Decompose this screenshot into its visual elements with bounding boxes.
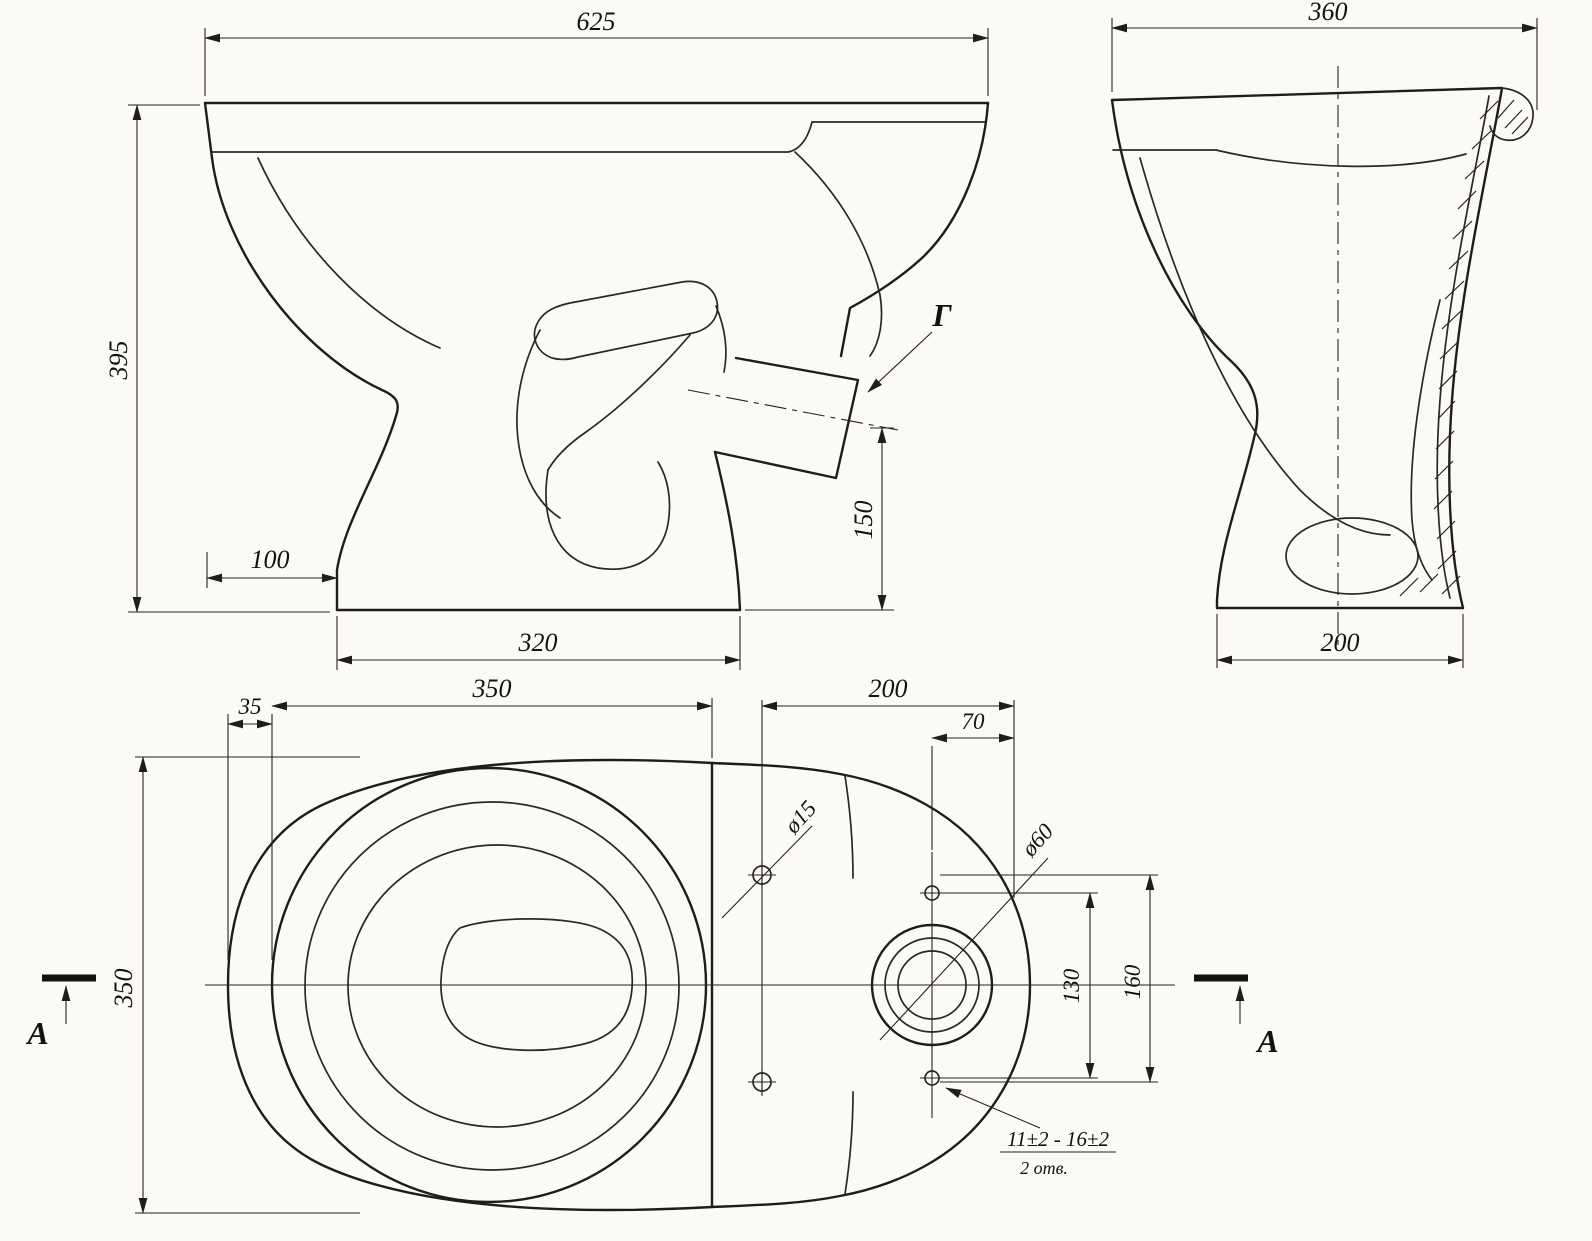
outlet-axis-centerline	[687, 389, 899, 431]
dim-625: 625	[577, 7, 616, 36]
dim-100: 100	[251, 545, 290, 574]
dim-200-back: 200	[1321, 628, 1360, 657]
dim-70: 70	[962, 709, 986, 734]
dim-160: 160	[1120, 964, 1145, 999]
back-inner-wall	[1410, 299, 1441, 581]
dim-320-group: 320	[336, 616, 741, 670]
rim-section-curl	[1489, 87, 1534, 142]
dim-150: 150	[849, 501, 878, 540]
trap-sump	[545, 461, 671, 570]
dim-200-back-group: 200	[1216, 614, 1464, 668]
holes-note: 11±2 - 16±2 2 отв.	[945, 1087, 1116, 1178]
dim-200-plan-group: 200	[761, 674, 1015, 898]
side-view: 625 395 100 320 150 Г	[104, 7, 990, 670]
section-label-right: A	[1255, 1023, 1278, 1059]
dim-35: 35	[238, 694, 262, 719]
inlet-circles	[870, 885, 994, 1086]
label-dia15: ø15	[779, 796, 821, 839]
outlet-label: Г	[931, 297, 952, 333]
side-rim-underside	[211, 121, 986, 153]
back-rim-inner	[1215, 149, 1467, 168]
dim-150-group: 150	[745, 427, 894, 611]
bolt-holes	[748, 861, 776, 1096]
plan-view: ø15 ø60 35 350 200 70	[25, 674, 1279, 1214]
trap-curve-1	[516, 329, 561, 519]
dim-350-left: 350	[109, 969, 138, 1009]
dia15-callout: ø15	[721, 796, 821, 919]
dim-395-group: 395	[104, 104, 330, 613]
plan-platform-sides	[844, 775, 854, 1195]
dim-350-top: 350	[472, 674, 512, 703]
dim-350-left-group: 350	[109, 756, 360, 1214]
side-back-upper	[839, 101, 990, 358]
trap-to-outlet	[715, 305, 727, 373]
dim-320: 320	[518, 628, 558, 657]
dim-100-group: 100	[206, 545, 338, 588]
dim-70-group: 70	[931, 709, 1015, 850]
dim-625-group: 625	[204, 7, 989, 96]
dim-35-group: 35	[227, 694, 273, 960]
side-front-profile	[203, 101, 399, 612]
section-hatching	[1399, 99, 1529, 597]
back-bowl-inner	[1139, 157, 1391, 536]
dim-350-top-group: 350	[271, 674, 713, 758]
label-dia60: ø60	[1016, 818, 1059, 861]
note-line1: 11±2 - 16±2	[1007, 1127, 1109, 1151]
dim-360-group: 360	[1111, 0, 1538, 110]
note-line2: 2 отв.	[1020, 1158, 1068, 1178]
trap-curve-2	[547, 334, 691, 471]
back-right-inner	[1436, 95, 1490, 599]
back-top-edge	[1110, 86, 1504, 102]
back-view: 360 200	[1110, 0, 1538, 668]
plan-bowl-opening	[347, 844, 647, 1128]
back-left-profile	[1110, 98, 1259, 610]
plan-water-spot	[440, 918, 634, 1052]
dim-130-group: 130	[944, 892, 1098, 1079]
back-right-outer	[1448, 86, 1504, 610]
back-sump	[1285, 517, 1419, 595]
section-marker-left: A	[25, 974, 96, 1051]
section-marker-right: A	[1194, 974, 1279, 1059]
side-platform-back	[794, 151, 883, 357]
dim-160-group: 160	[940, 874, 1158, 1083]
side-back-lower	[713, 450, 742, 612]
rim-channel	[533, 280, 719, 361]
plan-rim-inner	[304, 801, 680, 1171]
outlet-callout: Г	[867, 297, 952, 393]
dim-200-plan: 200	[869, 674, 908, 703]
dim-360: 360	[1308, 0, 1348, 26]
dim-395: 395	[104, 341, 133, 381]
dim-130: 130	[1059, 968, 1084, 1003]
side-bowl-inner-front	[257, 157, 441, 349]
section-label-left: A	[25, 1015, 48, 1051]
outlet-spigot	[713, 356, 860, 480]
